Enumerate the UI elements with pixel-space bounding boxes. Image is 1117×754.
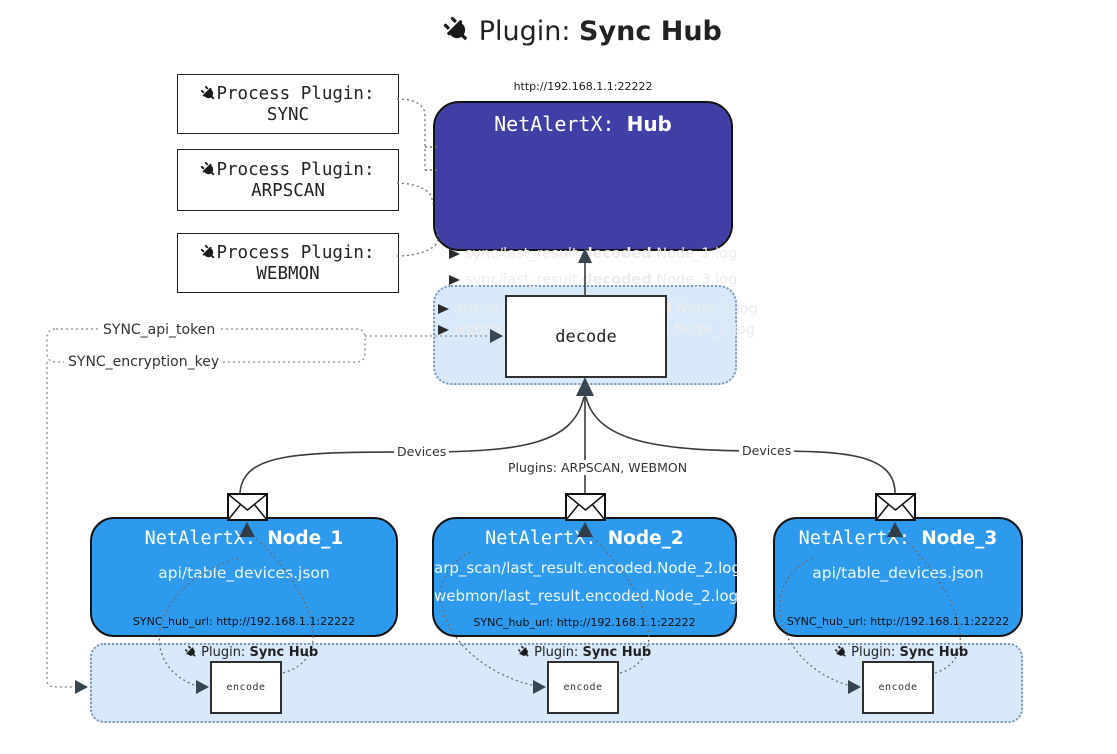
envelope-icon (875, 493, 916, 521)
node-box-node-3: NetAlertX: Node_3 api/table_devices.json… (773, 517, 1023, 637)
plug-icon (834, 645, 846, 657)
plug-icon (444, 17, 468, 41)
envelope-icon (227, 493, 268, 521)
process-plugin-box-webmon: Process Plugin: WEBMON (177, 233, 399, 293)
plug-icon (201, 161, 215, 176)
encode-label: encode (563, 682, 603, 693)
hub-url: http://192.168.1.1:22222 (513, 80, 653, 93)
node-box-node-1: NetAlertX: Node_1 api/table_devices.json… (90, 517, 398, 637)
arrow-right-icon (438, 325, 449, 335)
hub-box: NetAlertX: Hub sync/last_result.decoded.… (433, 101, 758, 338)
node-file-line: api/table_devices.json (158, 564, 330, 582)
hub-title-prefix: NetAlertX: (494, 112, 615, 136)
node-box-node-2: NetAlertX: Node_2 arp_scan/last_result.e… (432, 517, 741, 637)
arrow-right-icon (449, 249, 460, 259)
encode-label: encode (226, 682, 266, 693)
sync-api-token-label: SYNC_api_token (99, 322, 220, 338)
sync-encryption-key-label: SYNC_encryption_key (64, 354, 224, 370)
envelope-icon (565, 493, 606, 521)
band-plugin-label: Plugin: Sync Hub (834, 645, 968, 660)
edge-label-plugins: Plugins: ARPSCAN, WEBMON (505, 460, 687, 475)
process-plugin-label: Process Plugin: (216, 83, 375, 104)
arrow-right-icon (449, 275, 460, 285)
arrow-right-icon (438, 304, 449, 314)
edge-label-devices-left: Devices (394, 444, 450, 459)
process-plugin-box-arpscan: Process Plugin: ARPSCAN (177, 149, 399, 211)
hub-title-name: Hub (626, 112, 672, 136)
decode-label: decode (555, 326, 617, 347)
process-plugin-name: SYNC (266, 104, 310, 125)
band-plugin-label: Plugin: Sync Hub (184, 645, 318, 660)
plug-icon (201, 244, 215, 259)
node-file-line: arp_scan/last_result.encoded.Node_2.log (434, 559, 741, 577)
hub-log-line: sync/last_result.decoded.Node_1.log (449, 244, 737, 264)
page-title-label: Plugin: (478, 16, 571, 47)
page-title-name: Sync Hub (579, 16, 722, 47)
node-hub-url: SYNC_hub_url: http://192.168.1.1:22222 (786, 615, 1010, 628)
plug-icon (517, 645, 529, 657)
process-plugin-label: Process Plugin: (216, 242, 375, 263)
node-title: NetAlertX: Node_3 (798, 528, 998, 549)
encode-box: encode (547, 661, 619, 714)
node-file-line: webmon/last_result.encoded.Node_2.log (434, 587, 739, 605)
edge-label-devices-right: Devices (739, 443, 795, 458)
node-title: NetAlertX: Node_1 (144, 528, 344, 549)
process-plugin-name: ARPSCAN (251, 180, 325, 201)
encode-box: encode (210, 661, 282, 714)
hub-title: NetAlertX: Hub (435, 112, 731, 136)
plug-icon (184, 645, 196, 657)
plug-icon (201, 85, 215, 100)
band-plugin-label: Plugin: Sync Hub (517, 645, 651, 660)
page-title: Plugin: Sync Hub (413, 16, 753, 47)
decode-box: decode (505, 295, 667, 378)
process-plugin-box-sync: Process Plugin: SYNC (177, 74, 399, 134)
hub-log-line: sync/last_result.decoded.Node_3.log (449, 270, 737, 290)
process-plugin-name: WEBMON (256, 263, 320, 284)
encode-box: encode (862, 661, 934, 714)
node-title: NetAlertX: Node_2 (485, 528, 684, 549)
encode-label: encode (878, 682, 918, 693)
node-file-line: api/table_devices.json (812, 564, 984, 582)
process-plugin-label: Process Plugin: (216, 159, 375, 180)
node-hub-url: SYNC_hub_url: http://192.168.1.1:22222 (132, 615, 356, 628)
node-hub-url: SYNC_hub_url: http://192.168.1.1:22222 (473, 616, 696, 629)
